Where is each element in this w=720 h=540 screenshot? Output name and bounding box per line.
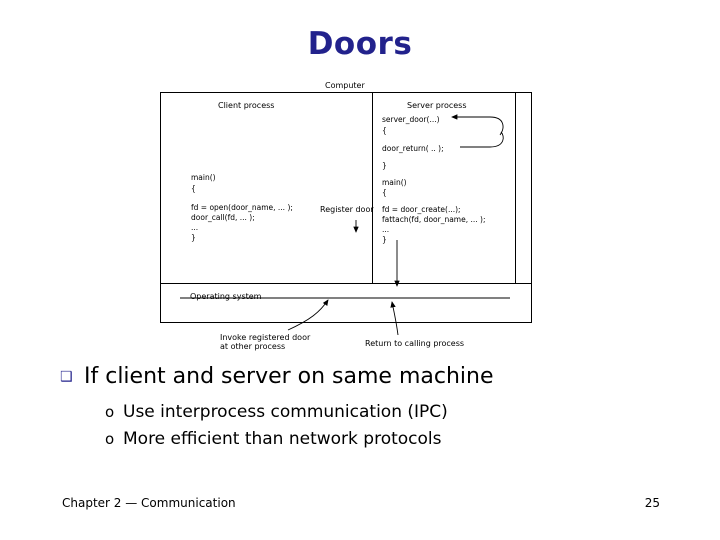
bullet-level2-text-1: More efficient than network protocols <box>123 429 442 449</box>
figure-invoke-label-line1: Invoke registered door <box>220 333 311 342</box>
figure-client-process-label: Client process <box>218 101 275 110</box>
doors-diagram: Computer Client process Server process O… <box>160 80 560 358</box>
figure-client-code-5: } <box>191 233 196 242</box>
figure-server-code-bottom-2: fd = door_create(...); <box>382 205 461 214</box>
figure-pane-divider <box>372 93 373 283</box>
figure-server-code-top-1: { <box>382 126 387 135</box>
list-item: o Use interprocess communication (IPC) <box>105 400 685 425</box>
circle-bullet-icon: o <box>105 430 115 448</box>
figure-server-process-label: Server process <box>407 101 467 110</box>
figure-server-code-bottom-5: } <box>382 235 387 244</box>
circle-bullet-icon: o <box>105 403 115 421</box>
figure-return-label: Return to calling process <box>365 339 465 348</box>
bullet-level1: ❑ If client and server on same machine <box>60 362 680 392</box>
figure-server-code-bottom-0: main() <box>382 178 407 187</box>
figure-computer-label: Computer <box>325 81 365 90</box>
footer-chapter-label: Chapter 2 — Communication <box>62 496 236 510</box>
figure-client-code-3: door_call(fd, ... ); <box>191 213 255 222</box>
figure-computer-box <box>160 92 532 323</box>
figure-os-divider <box>161 283 531 284</box>
figure-register-door-label: Register door <box>320 205 374 214</box>
figure-invoke-label-line2: at other process <box>220 342 286 351</box>
figure-client-code-2: fd = open(door_name, ... ); <box>191 203 293 212</box>
figure-client-code-0: main() <box>191 173 216 182</box>
list-item: o More efficient than network protocols <box>105 427 685 452</box>
figure-server-code-top-3: } <box>382 161 387 170</box>
figure-server-code-bottom-4: ... <box>382 225 390 234</box>
figure-os-label: Operating system <box>190 292 262 301</box>
figure-server-code-top-2: door_return( .. ); <box>382 144 444 153</box>
bullet-level2-text-0: Use interprocess communication (IPC) <box>123 402 448 422</box>
figure-right-divider <box>515 93 516 283</box>
figure-server-code-bottom-3: fattach(fd, door_name, ... ); <box>382 215 486 224</box>
page-title: Doors <box>307 26 413 62</box>
footer-page-number: 25 <box>644 496 660 510</box>
square-bullet-icon: ❑ <box>60 369 73 385</box>
figure-connectors <box>180 114 510 336</box>
figure-client-code-1: { <box>191 184 196 193</box>
figure-server-code-top-0: server_door(...) <box>382 115 440 124</box>
figure-server-code-bottom-1: { <box>382 188 387 197</box>
figure-client-code-4: ... <box>191 223 199 232</box>
bullet-level2-list: o Use interprocess communication (IPC) o… <box>105 400 685 454</box>
bullet-level1-text: If client and server on same machine <box>84 364 494 389</box>
